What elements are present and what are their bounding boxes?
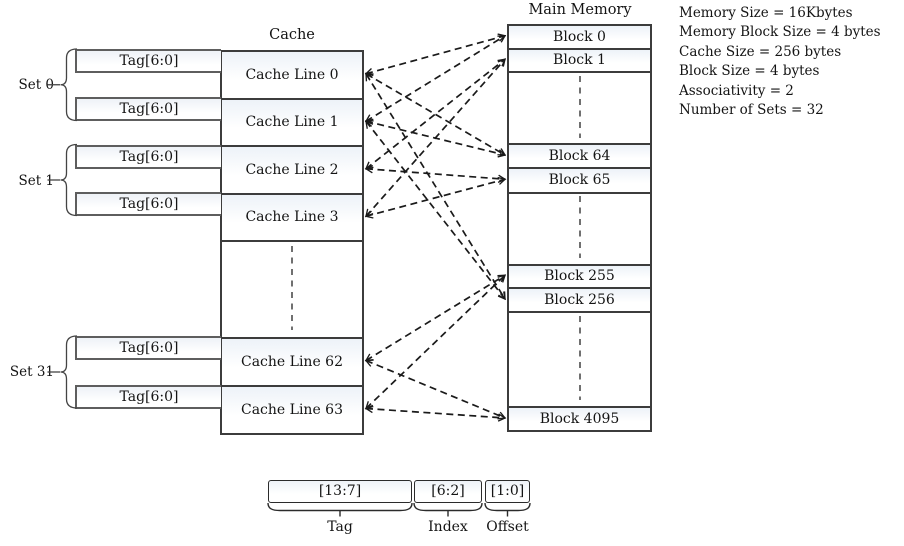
memory-gap-cell bbox=[507, 311, 652, 408]
set-brace bbox=[60, 143, 78, 217]
address-field-offset-box: [1:0] bbox=[485, 479, 530, 503]
set-label-31: Set 31 bbox=[9, 364, 54, 380]
address-label-index: Index bbox=[428, 518, 468, 535]
info-line-associativity: Associativity = 2 bbox=[679, 82, 794, 99]
cache-line-cell: Cache Line 1 bbox=[220, 97, 364, 147]
memory-gap-cell bbox=[507, 71, 652, 145]
set-brace bbox=[60, 48, 78, 122]
cache-line-cell: Cache Line 63 bbox=[220, 384, 364, 435]
mapping-arrow bbox=[366, 361, 505, 419]
mapping-arrow bbox=[366, 73, 505, 156]
address-underbrace bbox=[413, 502, 483, 512]
address-field-tag-box: [13:7] bbox=[268, 479, 412, 503]
tag-box: Tag[6:0] bbox=[75, 49, 221, 73]
memory-block-cell: Block 0 bbox=[507, 24, 652, 50]
set-label-0: Set 0 bbox=[18, 77, 54, 93]
mapping-arrow bbox=[366, 36, 505, 74]
tag-box: Tag[6:0] bbox=[75, 336, 221, 360]
address-label-tag: Tag bbox=[327, 518, 353, 535]
mapping-arrow bbox=[366, 275, 505, 408]
tag-box: Tag[6:0] bbox=[75, 384, 221, 409]
memory-block-cell: Block 255 bbox=[507, 263, 652, 289]
cache-gap-cell bbox=[220, 240, 364, 339]
info-line-number-of-sets: Number of Sets = 32 bbox=[679, 102, 824, 119]
address-label-offset: Offset bbox=[486, 518, 529, 535]
mapping-arrow bbox=[366, 275, 505, 360]
mapping-arrow bbox=[366, 121, 505, 299]
cache-line-cell: Cache Line 62 bbox=[220, 336, 364, 387]
set-label-1: Set 1 bbox=[18, 172, 54, 189]
tag-box: Tag[6:0] bbox=[75, 97, 221, 121]
address-underbrace bbox=[267, 502, 413, 512]
mapping-arrow bbox=[366, 169, 505, 180]
info-line-block-size: Block Size = 4 bytes bbox=[679, 63, 820, 80]
address-underbrace bbox=[484, 502, 531, 512]
cache-line-cell: Cache Line 2 bbox=[220, 145, 364, 195]
mapping-arrow bbox=[366, 59, 505, 216]
main-memory-title: Main Memory bbox=[528, 2, 632, 18]
memory-block-cell: Block 1 bbox=[507, 47, 652, 73]
tag-box: Tag[6:0] bbox=[75, 192, 221, 216]
memory-parameters: Memory Size = 16Kbytes Memory Block Size… bbox=[679, 4, 881, 120]
mapping-arrow bbox=[366, 59, 505, 169]
set-brace bbox=[60, 335, 78, 409]
cache-title: Cache bbox=[269, 27, 315, 43]
cache-line-cell: Cache Line 3 bbox=[220, 192, 364, 242]
memory-block-cell: Block 4095 bbox=[507, 406, 652, 432]
info-line-cache-size: Cache Size = 256 bytes bbox=[679, 43, 842, 60]
mapping-arrow bbox=[366, 409, 505, 419]
memory-gap-cell bbox=[507, 191, 652, 266]
tag-box: Tag[6:0] bbox=[75, 144, 221, 169]
mapping-arrow bbox=[366, 74, 505, 299]
address-field-index-box: [6:2] bbox=[414, 479, 482, 503]
info-line-memory-size: Memory Size = 16Kbytes bbox=[679, 5, 853, 21]
mapping-arrow bbox=[366, 179, 505, 216]
info-line-memory-block-size: Memory Block Size = 4 bytes bbox=[679, 24, 881, 41]
